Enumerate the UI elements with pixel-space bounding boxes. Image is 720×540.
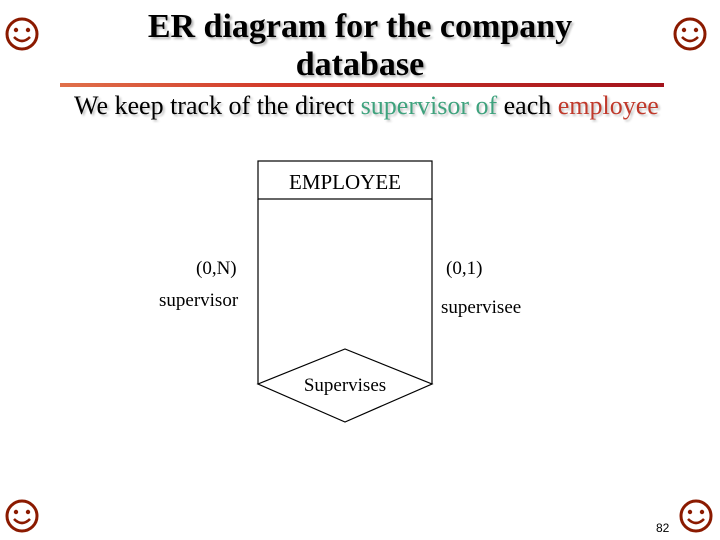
supervises-relationship-diamond <box>256 348 434 423</box>
employee-entity-label: EMPLOYEE <box>289 170 401 194</box>
intro-part-1: We keep track of the direct <box>74 91 361 120</box>
intro-highlight-employee: employee <box>557 91 659 120</box>
title-divider <box>60 83 664 87</box>
intro-text: We keep track of the direct supervisor o… <box>74 92 674 119</box>
bottom-right-smiley-icon <box>676 496 716 536</box>
supervisee-role-name: supervisee <box>441 297 521 318</box>
slide-title: ER diagram for the company database <box>147 8 573 83</box>
supervisor-role-name: supervisor <box>159 290 239 311</box>
supervisor-cardinality: (0,N) <box>196 258 237 279</box>
intro-highlight-supervisor: supervisor of <box>360 91 498 120</box>
employee-entity-box <box>257 160 433 200</box>
supervises-relationship-label: Supervises <box>304 375 386 396</box>
intro-part-2: each <box>497 91 558 120</box>
top-left-smiley-icon <box>2 14 42 54</box>
supervisee-cardinality: (0,1) <box>446 258 482 279</box>
page-number: 82 <box>656 521 670 535</box>
top-right-smiley-icon <box>670 14 710 54</box>
bottom-left-smiley-icon <box>2 496 42 536</box>
